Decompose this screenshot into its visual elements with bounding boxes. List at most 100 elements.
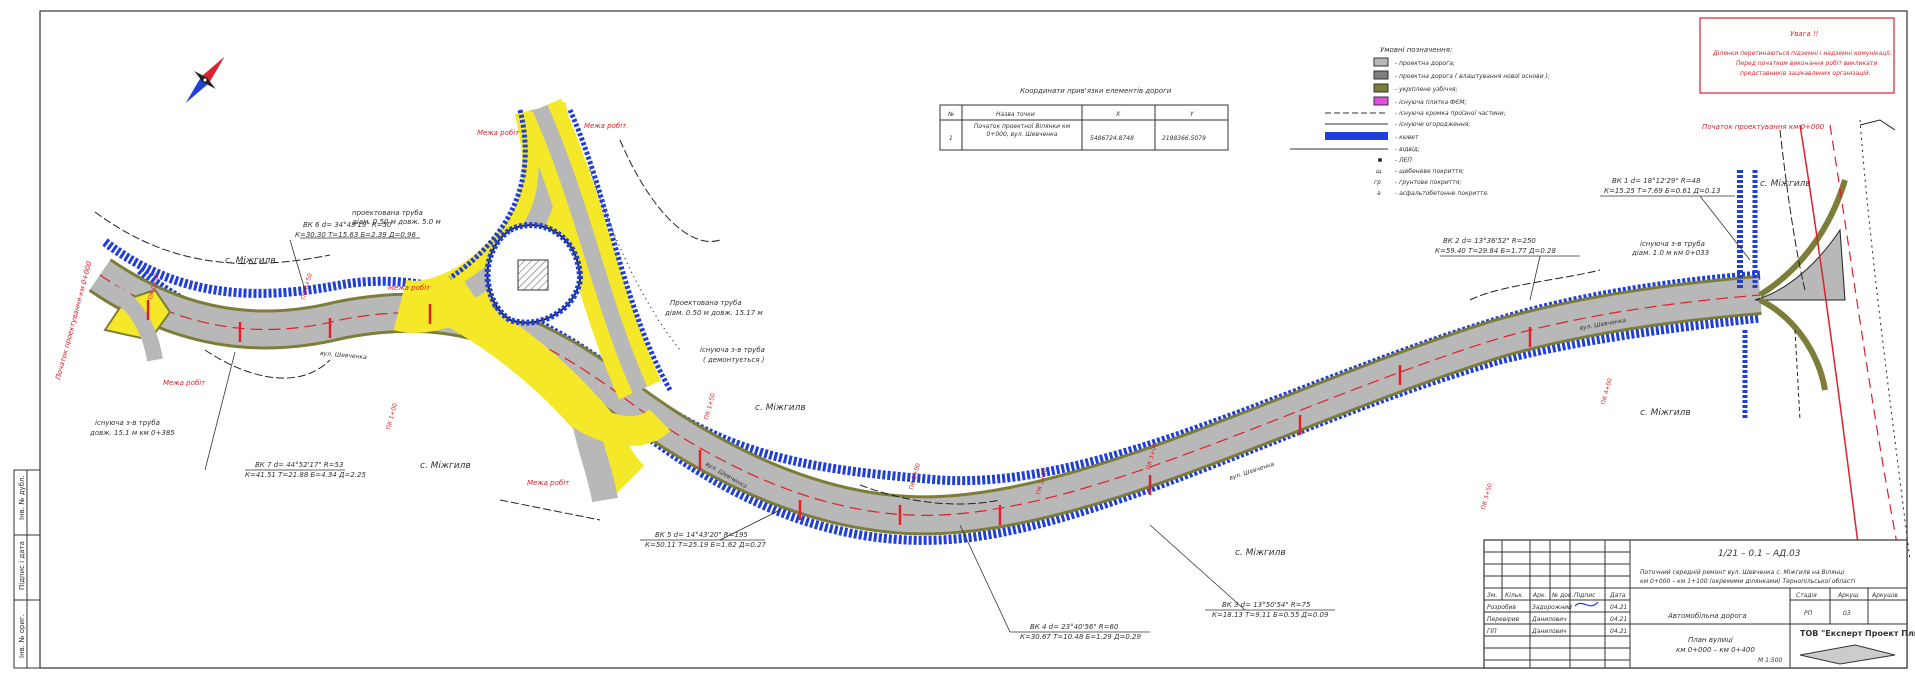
legend-item-4: - існуюча кромка проїзної частини;: [1395, 110, 1506, 117]
village-label-3: с. Міжгилв: [755, 403, 806, 413]
curve-4-b: К=30.67 Т=10.48 Б=1.29 Д=0.29: [1020, 633, 1141, 641]
legend-code-10: гр: [1374, 179, 1381, 186]
legend-swatches: [1290, 57, 1389, 162]
legend-swatch-magenta: [1373, 96, 1389, 106]
red-start-label: Початок проектування км 0+000: [54, 260, 94, 381]
warning-box: Увага !! Ділянки перетинаються підземні …: [1699, 17, 1895, 94]
coords-title: Координати прив'язки елементів дороги: [1020, 87, 1172, 95]
leader-lines: [204, 195, 1751, 633]
side-stamp-3: Інв. № ориг.: [18, 614, 26, 658]
legend-item-9: - щебеневе покриття;: [1395, 168, 1464, 175]
legend-item-10: - грунтове покриття;: [1395, 179, 1461, 186]
street-label-3: вул. Шевченка: [1228, 461, 1275, 482]
company-name: ТОВ "Експерт Проект Плюс": [1800, 629, 1915, 638]
company-logo-icon: [1799, 644, 1896, 665]
head-col-4: Підпис: [1574, 592, 1596, 599]
scale: М 1:500: [1758, 657, 1783, 664]
stage-value: РП: [1804, 610, 1813, 617]
work-limit-label-5: Межа робіт: [527, 479, 570, 487]
work-limit-label-1: Межа робіт: [477, 129, 520, 137]
legend-code-9: щ: [1376, 168, 1382, 175]
curve-7-a: ВК 7 d= 44°52'17" R=53: [255, 461, 343, 469]
warning-line-1: Ділянки перетинаються підземні і надземн…: [1712, 50, 1892, 57]
coords-cell-1: Початок проектної Вілянки км 0+000, вул.…: [973, 123, 1071, 138]
person-2-date: 04.21: [1610, 628, 1627, 635]
pipe-proj-2-desc: діам. 0.50 м довж. 15.17 м: [664, 309, 763, 317]
village-label-1: с. Міжгилв: [225, 256, 276, 266]
work-limit-label-3: Межа робіт: [388, 284, 431, 292]
person-1-name: Данилович: [1531, 616, 1567, 623]
project-line-1: Поточний середній ремонт вул. Шевченка с…: [1640, 569, 1845, 576]
legend-item-5: - існуюче огородження;: [1395, 121, 1470, 128]
person-0-role: Розробив: [1487, 604, 1517, 611]
pipe-exist-2-title: існуюча з-в труба: [1640, 240, 1705, 248]
road-network: [88, 98, 1911, 561]
legend-swatch-olive: [1373, 83, 1389, 93]
coords-head-0: №: [947, 111, 954, 118]
coords-table-frame: [939, 104, 1229, 151]
curve-4-a: ВК 4 d= 23°40'56" R=60: [1030, 623, 1119, 631]
legend: Умовні позначення: - проектна дорога; - …: [1290, 46, 1550, 197]
pipe-proj-2-title: Проектована труба: [670, 299, 742, 307]
head-col-2: Арк.: [1532, 592, 1547, 599]
coords-cell-0: 1: [949, 135, 953, 142]
coords-table: Координати прив'язки елементів дороги № …: [939, 87, 1229, 151]
legend-dot-icon: [1378, 158, 1382, 162]
project-line-2: км 0+000 – км 1+100 (окремими ділянками)…: [1640, 578, 1856, 585]
north-arrow-icon: [185, 57, 225, 103]
legend-code-11: а: [1377, 190, 1381, 197]
curve-1-a: ВК 1 d= 18°12'29" R=48: [1612, 177, 1701, 185]
coords-head-2: X: [1115, 111, 1121, 118]
village-label-5: с. Міжгилв: [1640, 408, 1691, 418]
coords-cell-2: 5486724.8748: [1090, 135, 1134, 142]
warning-line-2: Перед початком виконання робіт викликати: [1736, 60, 1877, 67]
curve-2-b: К=59.40 Т=29.84 Б=1.77 Д=0.28: [1435, 247, 1556, 255]
person-1-date: 04.21: [1610, 616, 1627, 623]
pk-2: ПК 1+00: [385, 402, 399, 430]
legend-item-3: - існуюча плитка ФЄМ;: [1395, 99, 1467, 106]
sheet-title-1: План вулиці: [1688, 636, 1733, 644]
person-2-name: Данилович: [1531, 628, 1567, 635]
sheet-head: Аркуш: [1837, 592, 1859, 599]
curve-7-b: К=41.51 Т=21.88 Б=4.34 Д=2.25: [245, 471, 366, 479]
legend-ditch-swatch: [1325, 132, 1388, 140]
curve-3-a: ВК 3 d= 13°50'54" R=75: [1222, 601, 1311, 609]
person-1-role: Перевірив: [1487, 616, 1520, 623]
curve-1-b: К=15.25 Т=7.69 Б=0.61 Д=0.13: [1604, 187, 1720, 195]
pipe-proj-1-desc: діам. 0.50 м довж. 5.0 м: [351, 218, 441, 226]
legend-swatch-grey: [1373, 57, 1389, 67]
legend-item-6: - кювет: [1395, 134, 1419, 141]
curve-5-a: ВК 5 d= 14°43'20" R=195: [655, 531, 748, 539]
start-design-label: Початок проектування км 0+000: [1702, 123, 1825, 131]
legend-item-7: - відвід;: [1395, 146, 1420, 153]
section-title: Автомобільна дорога: [1667, 612, 1747, 620]
sheet-title-2: км 0+000 – км 0+400: [1676, 646, 1755, 654]
legend-item-0: - проектна дорога;: [1395, 60, 1455, 67]
legend-item-2: - укріплене узбіччя;: [1395, 86, 1458, 93]
legend-item-1: - проектна дорога ( влаштування нової ос…: [1395, 73, 1550, 80]
curve-6-b: К=30.30 Т=15.63 Б=2.39 Д=0.96: [295, 231, 416, 239]
pk-3: ПК 1+50: [703, 392, 717, 420]
curve-5-b: К=50.11 Т=25.19 Б=1.62 Д=0.27: [645, 541, 766, 549]
work-limit-label-4: Межа робіт: [163, 379, 206, 387]
coords-head-3: Y: [1190, 111, 1195, 118]
curve-2-a: ВК 2 d= 13°36'52" R=250: [1443, 237, 1536, 245]
pipe-exist-2-desc: діам. 1.0 м км 0+033: [1631, 249, 1709, 257]
side-stamp-1: Інв. № дубл.: [18, 475, 26, 520]
village-label-4: с. Міжгилв: [1235, 548, 1286, 558]
warning-title: Увага !!: [1790, 30, 1819, 38]
side-stamp: Інв. № дубл. Підпис і дата Інв. № ориг.: [13, 469, 41, 669]
person-0-name: Задорожний: [1532, 604, 1572, 611]
village-label-2: с. Міжгилв: [420, 461, 471, 471]
pipe-exist-1-title: існуюча з-в труба: [700, 346, 765, 354]
pk-8: ПК 4+00: [1600, 377, 1614, 405]
head-col-5: Дата: [1609, 592, 1626, 599]
pipe-proj-1-title: проектована труба: [352, 209, 423, 217]
head-col-1: Кільк.: [1505, 592, 1524, 599]
sheets-head: Аркушів: [1871, 592, 1898, 599]
warning-line-3: представників зацікавлених організацій.: [1740, 70, 1871, 77]
work-limit-label-2: Межа робіт: [584, 122, 627, 130]
pipe-exist-1-desc: ( демонтується ): [703, 356, 765, 364]
title-block: 1/21 – 0.1 – АД.03 Поточний середній рем…: [1483, 539, 1915, 669]
